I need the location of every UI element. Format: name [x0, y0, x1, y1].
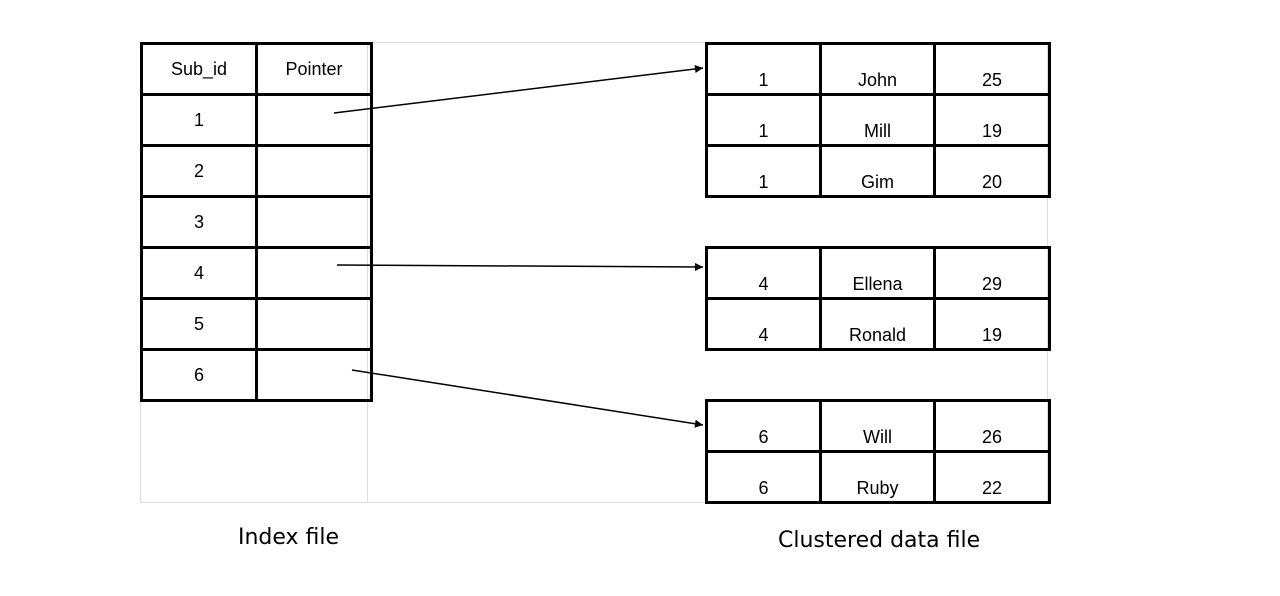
- index-row: 3: [140, 195, 373, 249]
- data-sub-id: 4: [705, 297, 822, 351]
- index-file-table: Sub_id Pointer 1 2 3 4 5 6: [140, 42, 373, 402]
- data-row: 4 Ellena 29: [705, 246, 1051, 300]
- data-name-cell: Gim: [819, 144, 936, 198]
- data-block-1: 1 John 25 1 Mill 19 1 Gim 20: [705, 42, 1051, 198]
- index-sub-id: 6: [140, 348, 258, 402]
- index-pointer: [255, 297, 373, 351]
- index-pointer: [255, 246, 373, 300]
- data-block-2: 4 Ellena 29 4 Ronald 19: [705, 246, 1051, 351]
- data-age-cell: 26: [933, 399, 1051, 453]
- data-name-cell: Mill: [819, 93, 936, 147]
- index-pointer: [255, 144, 373, 198]
- index-pointer: [255, 195, 373, 249]
- index-sub-id: 4: [140, 246, 258, 300]
- data-age-cell: 19: [933, 93, 1051, 147]
- data-sub-id: 1: [705, 42, 822, 96]
- data-name-cell: Will: [819, 399, 936, 453]
- index-header-row: Sub_id Pointer: [140, 42, 373, 96]
- data-name-cell: John: [819, 42, 936, 96]
- data-age-cell: 20: [933, 144, 1051, 198]
- data-age-cell: 22: [933, 450, 1051, 504]
- data-row: 1 Mill 19: [705, 93, 1051, 147]
- data-sub-id: 6: [705, 399, 822, 453]
- data-sub-id: 4: [705, 246, 822, 300]
- index-pointer: [255, 348, 373, 402]
- data-name-cell: Ruby: [819, 450, 936, 504]
- index-sub-id: 1: [140, 93, 258, 147]
- data-row: 4 Ronald 19: [705, 297, 1051, 351]
- index-row: 5: [140, 297, 373, 351]
- index-row: 1: [140, 93, 373, 147]
- data-sub-id: 1: [705, 144, 822, 198]
- data-row: 1 John 25: [705, 42, 1051, 96]
- header-pointer: Pointer: [255, 42, 373, 96]
- data-name-cell: Ronald: [819, 297, 936, 351]
- pointer-arrow-1: [333, 64, 704, 114]
- data-sub-id: 1: [705, 93, 822, 147]
- data-row: 1 Gim 20: [705, 144, 1051, 198]
- index-row: 4: [140, 246, 373, 300]
- pointer-arrow-6: [351, 369, 704, 428]
- data-sub-id: 6: [705, 450, 822, 504]
- index-file-caption: Index file: [238, 525, 340, 550]
- index-row: 2: [140, 144, 373, 198]
- index-sub-id: 2: [140, 144, 258, 198]
- data-age-cell: 25: [933, 42, 1051, 96]
- index-sub-id: 5: [140, 297, 258, 351]
- index-pointer: [255, 93, 373, 147]
- data-row: 6 Will 26: [705, 399, 1051, 453]
- data-age-cell: 29: [933, 246, 1051, 300]
- clustered-data-file-caption: Clustered data file: [778, 528, 981, 553]
- data-age-cell: 19: [933, 297, 1051, 351]
- header-sub-id: Sub_id: [140, 42, 258, 96]
- data-name-cell: Ellena: [819, 246, 936, 300]
- pointer-arrow-4: [336, 262, 704, 271]
- data-block-3: 6 Will 26 6 Ruby 22: [705, 399, 1051, 504]
- index-sub-id: 3: [140, 195, 258, 249]
- data-row: 6 Ruby 22: [705, 450, 1051, 504]
- index-row: 6: [140, 348, 373, 402]
